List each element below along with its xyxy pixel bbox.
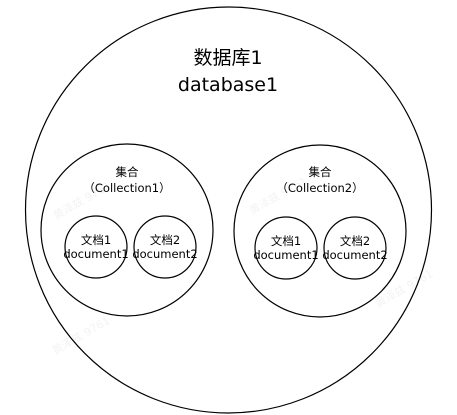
document-circle <box>323 216 387 280</box>
collection-1-label-en: （Collection1） <box>83 181 170 195</box>
collection-2: 集合 （Collection2） 文档1 document1 文档2 docum… <box>233 144 407 318</box>
collection-2-document-1: 文档1 document1 <box>253 216 319 280</box>
collection-1-document-1: 文档1 document1 <box>63 215 129 279</box>
document-label-en: document1 <box>63 247 128 261</box>
document-circle <box>133 215 197 279</box>
document-circle <box>254 216 318 280</box>
document-label-cn: 文档2 <box>150 233 180 247</box>
document-label-en: document1 <box>253 248 318 262</box>
document-label-cn: 文档1 <box>271 234 301 248</box>
document-label-cn: 文档2 <box>340 234 370 248</box>
database-title-en: database1 <box>178 74 278 96</box>
document-circle <box>64 215 128 279</box>
collection-2-document-2: 文档2 document2 <box>322 216 388 280</box>
collection-1-document-2: 文档2 document2 <box>132 215 198 279</box>
collection-1-label-cn: 集合 <box>116 165 139 179</box>
database-title-cn: 数据库1 <box>193 47 262 69</box>
document-label-en: document2 <box>322 248 387 262</box>
collection-2-label-cn: 集合 <box>309 165 332 179</box>
document-label-cn: 文档1 <box>81 233 111 247</box>
document-label-en: document2 <box>132 247 197 261</box>
collection-2-label-en: （Collection2） <box>276 181 363 195</box>
collection-1: 集合 （Collection1） 文档1 document1 文档2 docum… <box>40 143 214 317</box>
